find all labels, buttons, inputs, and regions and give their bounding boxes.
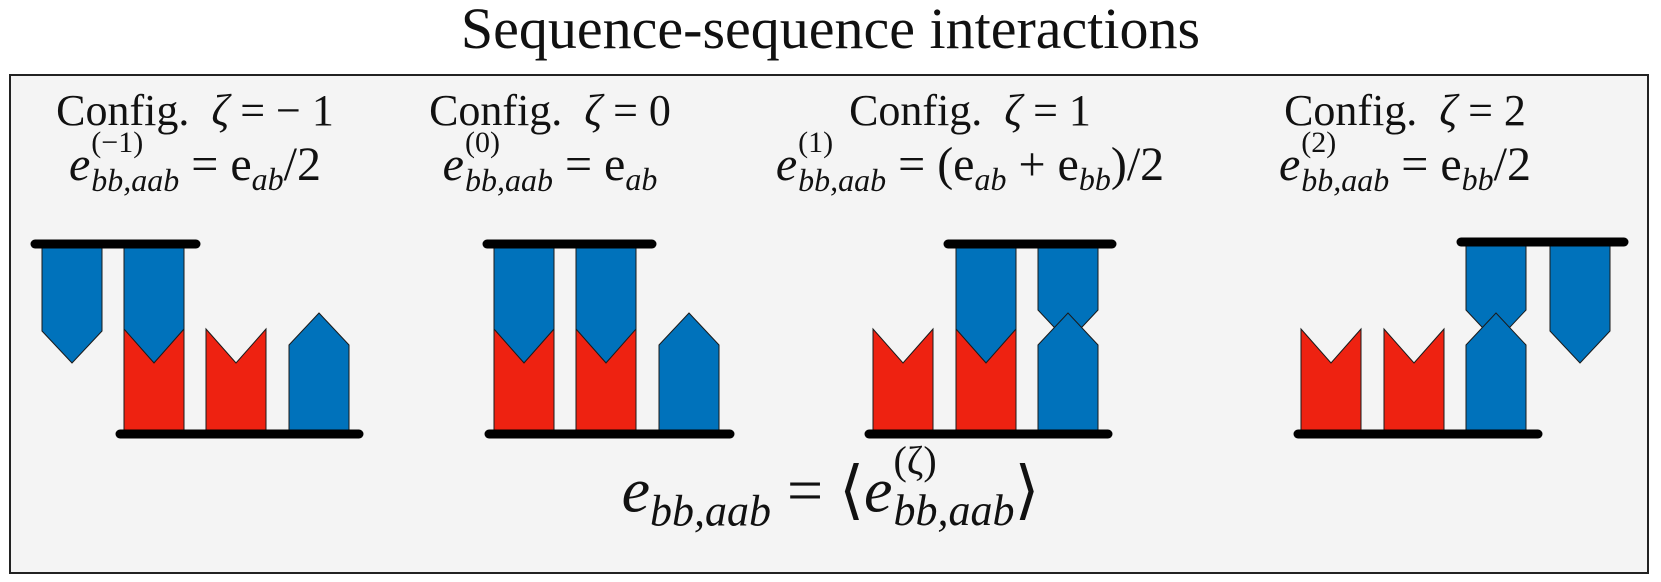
config-label: Config. ζ = 2 — [1284, 86, 1526, 135]
diagram-panel — [9, 74, 1649, 574]
config-1: Config. ζ = 1 e(1)bb,aab = (eab + ebb)/2 — [745, 88, 1195, 202]
average-energy-equation: ebb,aab = ⟨e(ζ)bb,aab⟩ — [621, 438, 1040, 536]
blue-monomer-top — [41, 244, 103, 364]
config-energy: e(−1)bb,aab = eab/2 — [68, 126, 322, 198]
config-energy: e(2)bb,aab = ebb/2 — [1278, 126, 1532, 198]
red-monomer-bottom — [493, 327, 555, 435]
config-2: Config. ζ = 2 e(2)bb,aab = ebb/2 — [1250, 88, 1560, 202]
config-label: Config. ζ = 0 — [429, 86, 671, 135]
diagram-title: Sequence-sequence interactions — [460, 0, 1201, 61]
blue-monomer-bottom — [658, 312, 720, 435]
blue-monomer-bottom — [1465, 312, 1527, 435]
blue-monomer-top — [1549, 244, 1611, 364]
config-label: Config. ζ = − 1 — [56, 86, 334, 135]
red-monomer-bottom — [1300, 327, 1362, 435]
red-monomer-bottom — [575, 327, 637, 435]
red-monomer-bottom — [123, 327, 185, 435]
config-energy: e(0)bb,aab = eab — [442, 126, 658, 198]
blue-monomer-bottom — [1037, 312, 1099, 435]
red-monomer-bottom — [955, 327, 1017, 435]
red-monomer-bottom — [205, 327, 267, 435]
config-energy: e(1)bb,aab = (eab + ebb)/2 — [775, 126, 1165, 198]
red-monomer-bottom — [1383, 327, 1445, 435]
red-monomer-bottom — [872, 327, 934, 435]
config-label: Config. ζ = 1 — [849, 86, 1091, 135]
blue-monomer-bottom — [288, 312, 350, 435]
config-minus-1: Config. ζ = − 1 e(−1)bb,aab = eab/2 — [40, 88, 350, 202]
config-0: Config. ζ = 0 e(0)bb,aab = eab — [415, 88, 685, 202]
